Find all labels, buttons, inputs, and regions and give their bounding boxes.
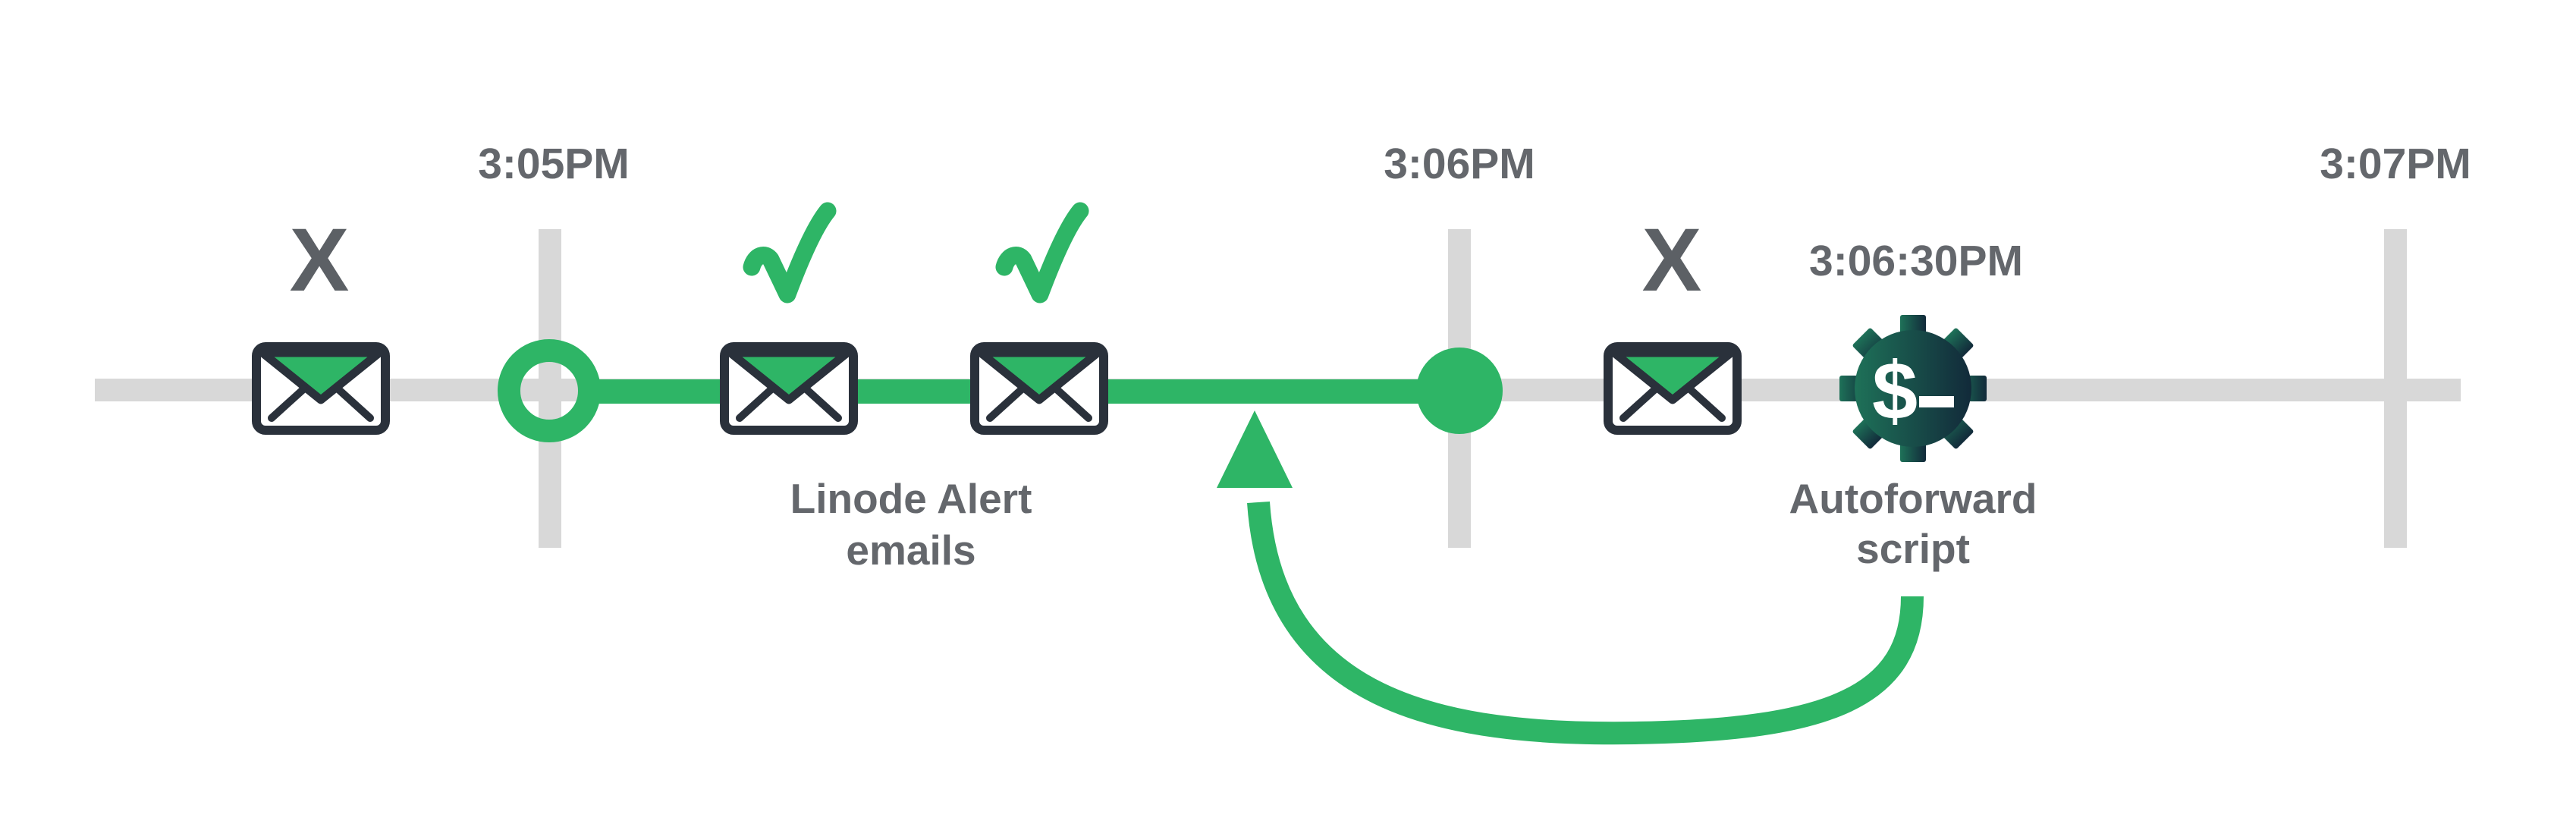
tick-3-07pm: [2384, 229, 2407, 548]
autoforward-time-label: 3:06:30PM: [1809, 237, 2023, 285]
x-mark-right: X: [1642, 210, 1702, 310]
autoforward-label-line2: script: [1856, 525, 1970, 572]
envelope-alert-2-icon: [975, 347, 1104, 430]
x-mark-left: X: [290, 210, 350, 310]
autoforward-label-line1: Autoforward: [1789, 475, 2037, 522]
envelope-missed-right-icon: [1608, 347, 1737, 430]
tick-label-3-05pm: 3:05PM: [478, 140, 630, 188]
check-icon-1: [752, 211, 828, 294]
envelope-alert-1-icon: [724, 347, 853, 430]
tick-3-05pm: [539, 229, 561, 548]
loop-arrowhead-icon: [1217, 410, 1293, 488]
dollar-glyph: $: [1872, 344, 1918, 436]
underscore-glyph: [1919, 396, 1954, 407]
ring-marker-3-05: [498, 339, 601, 442]
alert-emails-label-line1: Linode Alert: [790, 475, 1032, 522]
envelope-missed-left-icon: [256, 347, 385, 430]
tick-label-3-07pm: 3:07PM: [2320, 140, 2471, 188]
loop-arrow: [1247, 501, 1924, 745]
check-icon-2: [1004, 211, 1080, 294]
gear-terminal-icon: $: [1839, 315, 1987, 462]
tick-label-3-06pm: 3:06PM: [1384, 140, 1535, 188]
alert-emails-label-line2: emails: [846, 527, 975, 574]
dot-marker-3-06: [1416, 348, 1503, 434]
